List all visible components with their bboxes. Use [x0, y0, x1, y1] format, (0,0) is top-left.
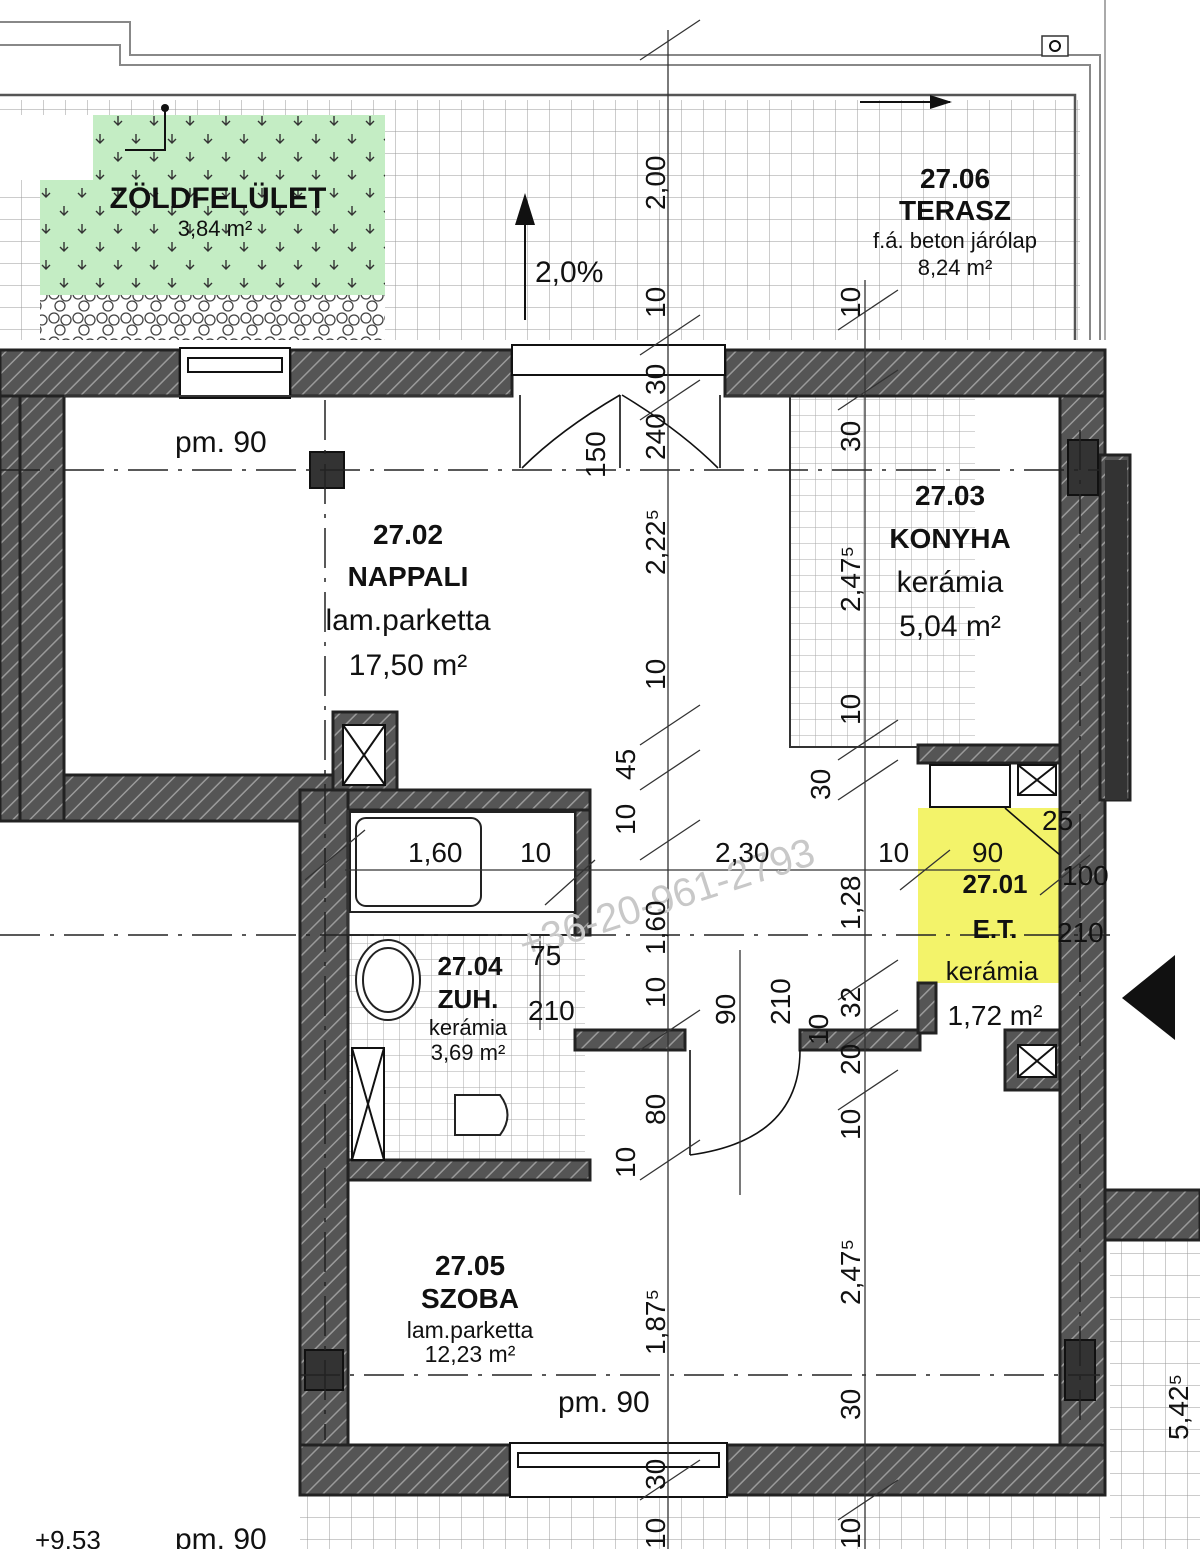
bedroom-floor: lam.parketta: [407, 1317, 534, 1343]
dim-k10b: 10: [835, 694, 866, 725]
toilet: [454, 1094, 509, 1136]
terrace-name: TERASZ: [899, 195, 1011, 226]
dim-d200: 2,00: [640, 156, 671, 211]
bedroom-name: SZOBA: [421, 1283, 519, 1314]
dim-d10a: 10: [640, 287, 671, 318]
dim-d45: 45: [610, 749, 641, 780]
kitchen-number: 27.03: [915, 480, 985, 511]
slope-label: 2,0%: [535, 256, 603, 289]
dim-d150: 150: [580, 431, 611, 478]
dim-d160v: 1,60: [640, 901, 671, 956]
dim-k2475b: 2,47⁵: [835, 1239, 866, 1305]
entrance-number: 27.01: [962, 869, 1027, 899]
doors: [519, 394, 1061, 1156]
parapet-bottom: pm. 90: [558, 1386, 650, 1419]
dim-v90: 90: [710, 994, 741, 1025]
dim-d10e: 10: [610, 1147, 641, 1178]
dim-k30c: 30: [835, 1389, 866, 1420]
dim-k2475: 2,47⁵: [835, 546, 866, 612]
bath-name: ZUH.: [438, 984, 499, 1014]
dim-v5425: 5,42⁵: [1163, 1374, 1194, 1440]
dim-h160: 1,60: [408, 837, 463, 868]
kitchen-name: KONYHA: [889, 523, 1010, 554]
shafts: [342, 724, 1057, 1161]
walls: [0, 348, 1200, 1497]
pebble-strip: [40, 295, 385, 340]
dim-h210b: 210: [528, 995, 575, 1026]
parapet-top: pm. 90: [175, 426, 267, 459]
dim-d2225: 2,22⁵: [640, 509, 671, 575]
dim-d240: 240: [640, 413, 671, 460]
entrance-arrow-icon: [1122, 955, 1175, 1040]
living-number: 27.02: [373, 519, 443, 550]
dim-k10a: 10: [835, 287, 866, 318]
bedroom-number: 27.05: [435, 1250, 505, 1281]
dim-k128: 1,28: [835, 876, 866, 931]
dim-k10c: 10: [835, 1109, 866, 1140]
bedroom-area: 12,23 m²: [425, 1341, 516, 1367]
dim-d10c: 10: [610, 804, 641, 835]
terrace-area: 8,24 m²: [918, 255, 993, 280]
dim-d10g: 10: [640, 1518, 671, 1549]
bathtub: [349, 811, 576, 913]
arrow-right-icon: [930, 95, 952, 109]
bath-area: 3,69 m²: [431, 1040, 506, 1065]
dim-d1875: 1,87⁵: [640, 1289, 671, 1355]
living-name: NAPPALI: [348, 561, 469, 592]
entrance-highlight: [918, 808, 1060, 983]
kitchen-area: 5,04 m²: [899, 610, 1001, 643]
dim-h90a: 90: [972, 837, 1003, 868]
entrance-floor: kerámia: [946, 956, 1039, 986]
dim-d10b: 10: [640, 659, 671, 690]
dimension-lines: [304, 19, 1091, 1549]
living-floor: lam.parketta: [325, 604, 490, 637]
dim-k30a: 30: [835, 421, 866, 452]
entrance-area: 1,72 m²: [948, 1000, 1043, 1031]
dim-d10d: 10: [640, 977, 671, 1008]
axis-lines: [0, 400, 1110, 1440]
dim-k30b: 30: [805, 769, 836, 800]
dim-v10: 10: [803, 1014, 834, 1045]
slope-arrow-icon: [515, 193, 535, 225]
dim-h210a: 210: [1057, 917, 1104, 948]
dim-k10d: 10: [835, 1518, 866, 1549]
green-area-name: ZÖLDFELÜLET: [110, 182, 327, 215]
terrace-number: 27.06: [920, 163, 990, 194]
sink: [355, 939, 421, 1021]
dim-h75: 75: [530, 940, 561, 971]
dim-h10b: 10: [878, 837, 909, 868]
dim-d80: 80: [640, 1094, 671, 1125]
green-area-area: 3,84 m²: [178, 216, 253, 241]
dim-h25: 25: [1042, 805, 1073, 836]
windows: [179, 344, 728, 1498]
parapet-footer: pm. 90: [175, 1523, 267, 1549]
dim-d30a: 30: [640, 364, 671, 395]
bath-floor: kerámia: [429, 1015, 508, 1040]
terrace-floor: f.á. beton járólap: [873, 228, 1037, 253]
drain-icon: [1041, 35, 1069, 57]
entrance-name: E.T.: [973, 914, 1018, 944]
level-label: +9,53: [35, 1525, 101, 1549]
kitchen-tiles: [790, 395, 975, 747]
dim-k32: 32: [835, 987, 866, 1018]
dim-k20: 20: [835, 1044, 866, 1075]
bath-number: 27.04: [437, 951, 503, 981]
dim-h230: 2,30: [715, 837, 770, 868]
dim-h10a: 10: [520, 837, 551, 868]
kitchen-floor: kerámia: [897, 566, 1004, 599]
living-area: 17,50 m²: [349, 649, 467, 682]
dim-d30b: 30: [640, 1459, 671, 1490]
dim-h100: 100: [1062, 860, 1109, 891]
green-area: [40, 115, 385, 295]
dim-v210: 210: [765, 978, 796, 1025]
